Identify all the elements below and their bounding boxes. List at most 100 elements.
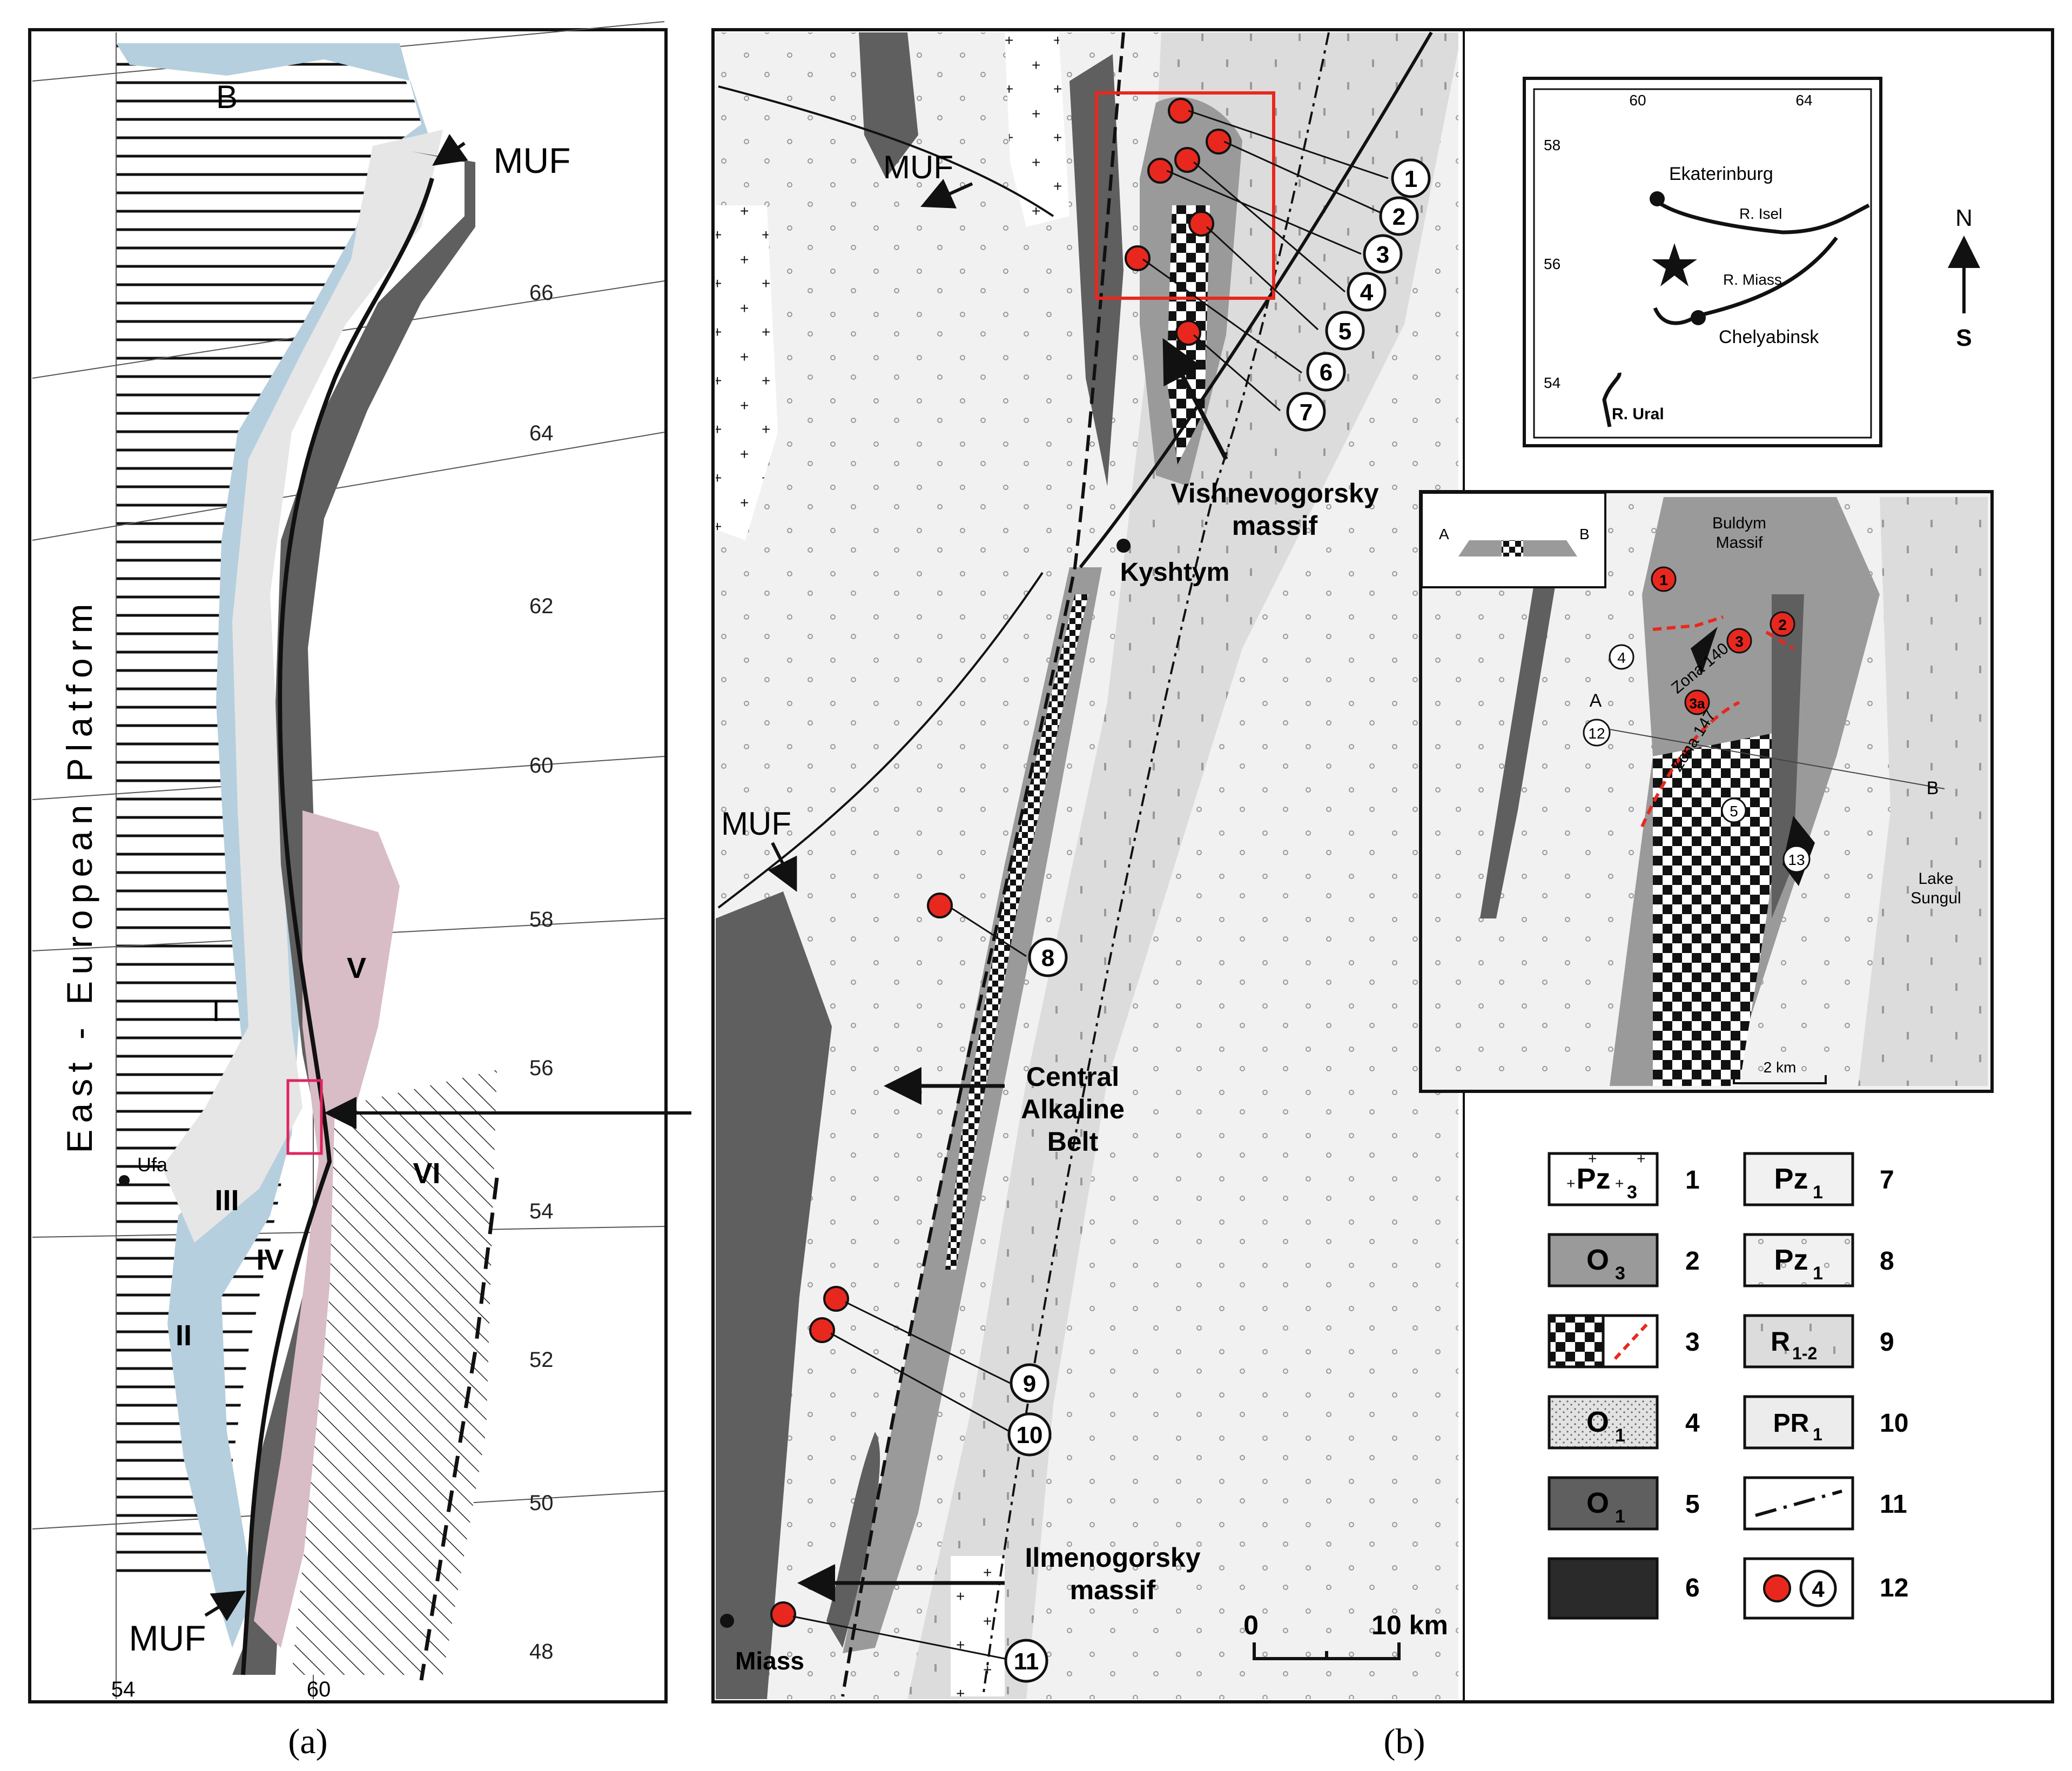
legend-item-9: R 1-2 9 xyxy=(1743,1314,1894,1369)
legend-number: 9 xyxy=(1880,1328,1894,1357)
legend-symbol: Pz xyxy=(1774,1163,1808,1195)
legend-item-6: 6 xyxy=(1548,1557,1700,1620)
site-leaders xyxy=(792,110,1389,1660)
north-label: N xyxy=(1955,205,1973,231)
city-chelyabinsk-dot xyxy=(1691,310,1706,325)
label-muf-bottom: MUF xyxy=(129,1618,206,1658)
eastern-boundary xyxy=(419,1177,499,1681)
legend-item-2: O 3 2 xyxy=(1548,1233,1700,1287)
label-river-ural: R. Ural xyxy=(1612,405,1664,423)
legend-number: 6 xyxy=(1685,1574,1700,1602)
detail-marker xyxy=(1684,689,1710,715)
lon-tick: 54 xyxy=(111,1678,136,1701)
study-area-frame xyxy=(286,1079,323,1155)
site-number: 6 xyxy=(1320,359,1333,386)
detail-point xyxy=(1609,644,1634,670)
vishnevogorsky-arrow xyxy=(1162,338,1228,460)
site-marker xyxy=(1175,320,1201,346)
lon-tick: 60 xyxy=(307,1678,331,1701)
geology-map xyxy=(716,31,1458,1699)
panel-b-caption: (b) xyxy=(1384,1722,1425,1761)
label-buldym-2: Massif xyxy=(1716,534,1763,552)
contact-line xyxy=(1640,701,1740,828)
site-marker xyxy=(927,893,953,918)
detail-marker xyxy=(1770,611,1795,637)
detail-marker-label: 3a xyxy=(1690,695,1705,712)
legend-symbol-sub: 1 xyxy=(1615,1506,1625,1527)
legend-number: 5 xyxy=(1685,1490,1700,1519)
label-zone-b: B xyxy=(216,79,238,115)
lat-tick: 60 xyxy=(529,754,554,777)
label-vishnevogorsky-2: massif xyxy=(1232,511,1318,541)
muf-line xyxy=(241,177,434,1675)
site-marker xyxy=(1147,158,1173,184)
lat-tick: 54 xyxy=(529,1199,554,1223)
label-muf-top: MUF xyxy=(883,149,953,185)
muf-top-arrow xyxy=(432,133,468,166)
site-number: 1 xyxy=(1404,166,1417,192)
legend-symbol-sub: 1 xyxy=(1813,1182,1823,1203)
lat-tick: 56 xyxy=(529,1056,554,1080)
legend-symbol-sub: 3 xyxy=(1615,1263,1625,1284)
label-central-2: Alkaline xyxy=(1021,1094,1125,1124)
detail-point xyxy=(1583,719,1611,747)
site-number: 2 xyxy=(1392,204,1405,230)
lat-tick: 64 xyxy=(529,421,554,445)
scale-bar: 0 10 km xyxy=(1243,1610,1448,1660)
site-marker xyxy=(1168,98,1194,124)
river-ural xyxy=(1602,372,1622,427)
label-zone-v: V xyxy=(347,952,366,984)
label-kyshtym: Kyshtym xyxy=(1120,558,1230,587)
location-inset: 60 64 58 56 54 Ekaterinburg Chelyabinsk … xyxy=(1523,77,1980,447)
site-marker xyxy=(809,1317,835,1343)
detail-inset: A B 1 2 3 3a 4 12 5 13 Buldym Massif Zon… xyxy=(1419,490,1994,1093)
legend-item-3: 3 xyxy=(1548,1314,1700,1369)
legend-item-1: Pz 3 1 xyxy=(1548,1152,1700,1206)
legend-item-8: Pz 1 8 xyxy=(1743,1233,1894,1287)
legend-symbol-sub: 1 xyxy=(1813,1425,1822,1444)
zone-light xyxy=(162,130,443,1243)
label-lake: Lake xyxy=(1918,870,1953,888)
legend-number: 3 xyxy=(1685,1328,1700,1357)
section-line xyxy=(1609,729,1945,789)
site-number: 5 xyxy=(1338,318,1351,345)
site-marker xyxy=(1125,245,1151,271)
inset-lon-tick: 60 xyxy=(1629,92,1646,109)
section-b-label: B xyxy=(1579,526,1590,542)
label-zone-iv: IV xyxy=(256,1244,284,1276)
inset-lat-tick: 54 xyxy=(1544,374,1560,391)
legend-symbol: R xyxy=(1771,1326,1790,1357)
legend-symbol-sub: 3 xyxy=(1627,1182,1637,1203)
muf-top-arrow xyxy=(920,179,973,209)
inset-lat-tick: 58 xyxy=(1544,137,1560,153)
lat-tick: 62 xyxy=(529,594,554,618)
label-buldym: Buldym xyxy=(1712,514,1766,532)
label-platform: East - European Platform xyxy=(59,597,99,1153)
detail-marker-label: 3 xyxy=(1735,633,1744,650)
label-zone-ii: II xyxy=(176,1319,192,1352)
label-river-isel: R. Isel xyxy=(1739,205,1782,222)
study-frame xyxy=(1095,91,1275,300)
section-a-label: A xyxy=(1439,526,1449,542)
city-ekaterinburg-dot xyxy=(1650,191,1665,206)
label-ekaterinburg: Ekaterinburg xyxy=(1669,164,1773,184)
legend-number: 7 xyxy=(1880,1166,1894,1195)
muf-bottom-arrow xyxy=(204,1590,246,1621)
contact-line xyxy=(1765,630,1794,650)
city-ufa-dot xyxy=(119,1175,130,1186)
panel-a: MUF MUF B I II III IV V VI Ufa East - Eu… xyxy=(28,21,691,1761)
legend-number: 8 xyxy=(1880,1247,1894,1276)
label-zone-iii: III xyxy=(214,1184,239,1217)
label-muf-top: MUF xyxy=(494,140,571,180)
city-kyshtym-dot xyxy=(1116,539,1131,553)
detail-scale-bar: 2 km xyxy=(1733,1059,1827,1084)
legend-number: 1 xyxy=(1685,1166,1700,1195)
legend-symbol-sub: 1-2 xyxy=(1792,1344,1817,1363)
lat-tick: 50 xyxy=(529,1491,554,1515)
detail-marker-label: 1 xyxy=(1659,572,1668,588)
detail-point-label: 13 xyxy=(1788,851,1805,868)
south-label: S xyxy=(1956,325,1972,351)
label-lake-2: Sungul xyxy=(1910,889,1961,907)
label-vishnevogorsky: Vishnevogorsky xyxy=(1170,478,1379,508)
